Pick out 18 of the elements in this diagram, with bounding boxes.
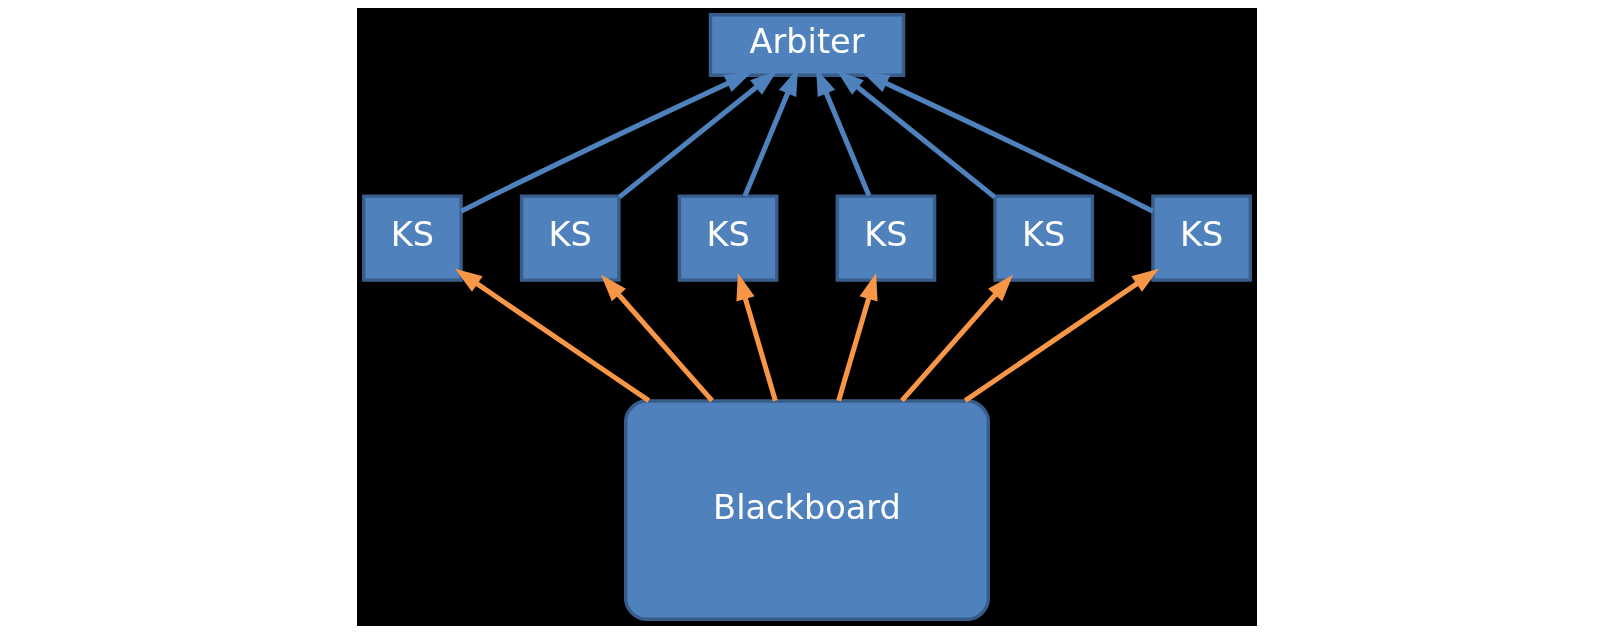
arrow (600, 274, 714, 403)
node-box: KS (361, 194, 463, 282)
arrow (617, 70, 777, 200)
arrow (836, 70, 996, 200)
node-box: Arbiter (708, 13, 905, 77)
arrow (963, 268, 1159, 403)
arrow (899, 274, 1013, 403)
arrow (454, 268, 650, 403)
arrow (835, 273, 878, 402)
arrow (861, 72, 1154, 214)
node-box: KS (992, 194, 1094, 282)
node-box: KS (677, 194, 778, 282)
node-box: KS (519, 194, 621, 282)
node-box: KS (1150, 194, 1252, 282)
node-box: Blackboard (623, 399, 990, 621)
arrow (459, 72, 752, 214)
node-box: KS (835, 194, 936, 282)
arrow (735, 273, 778, 402)
